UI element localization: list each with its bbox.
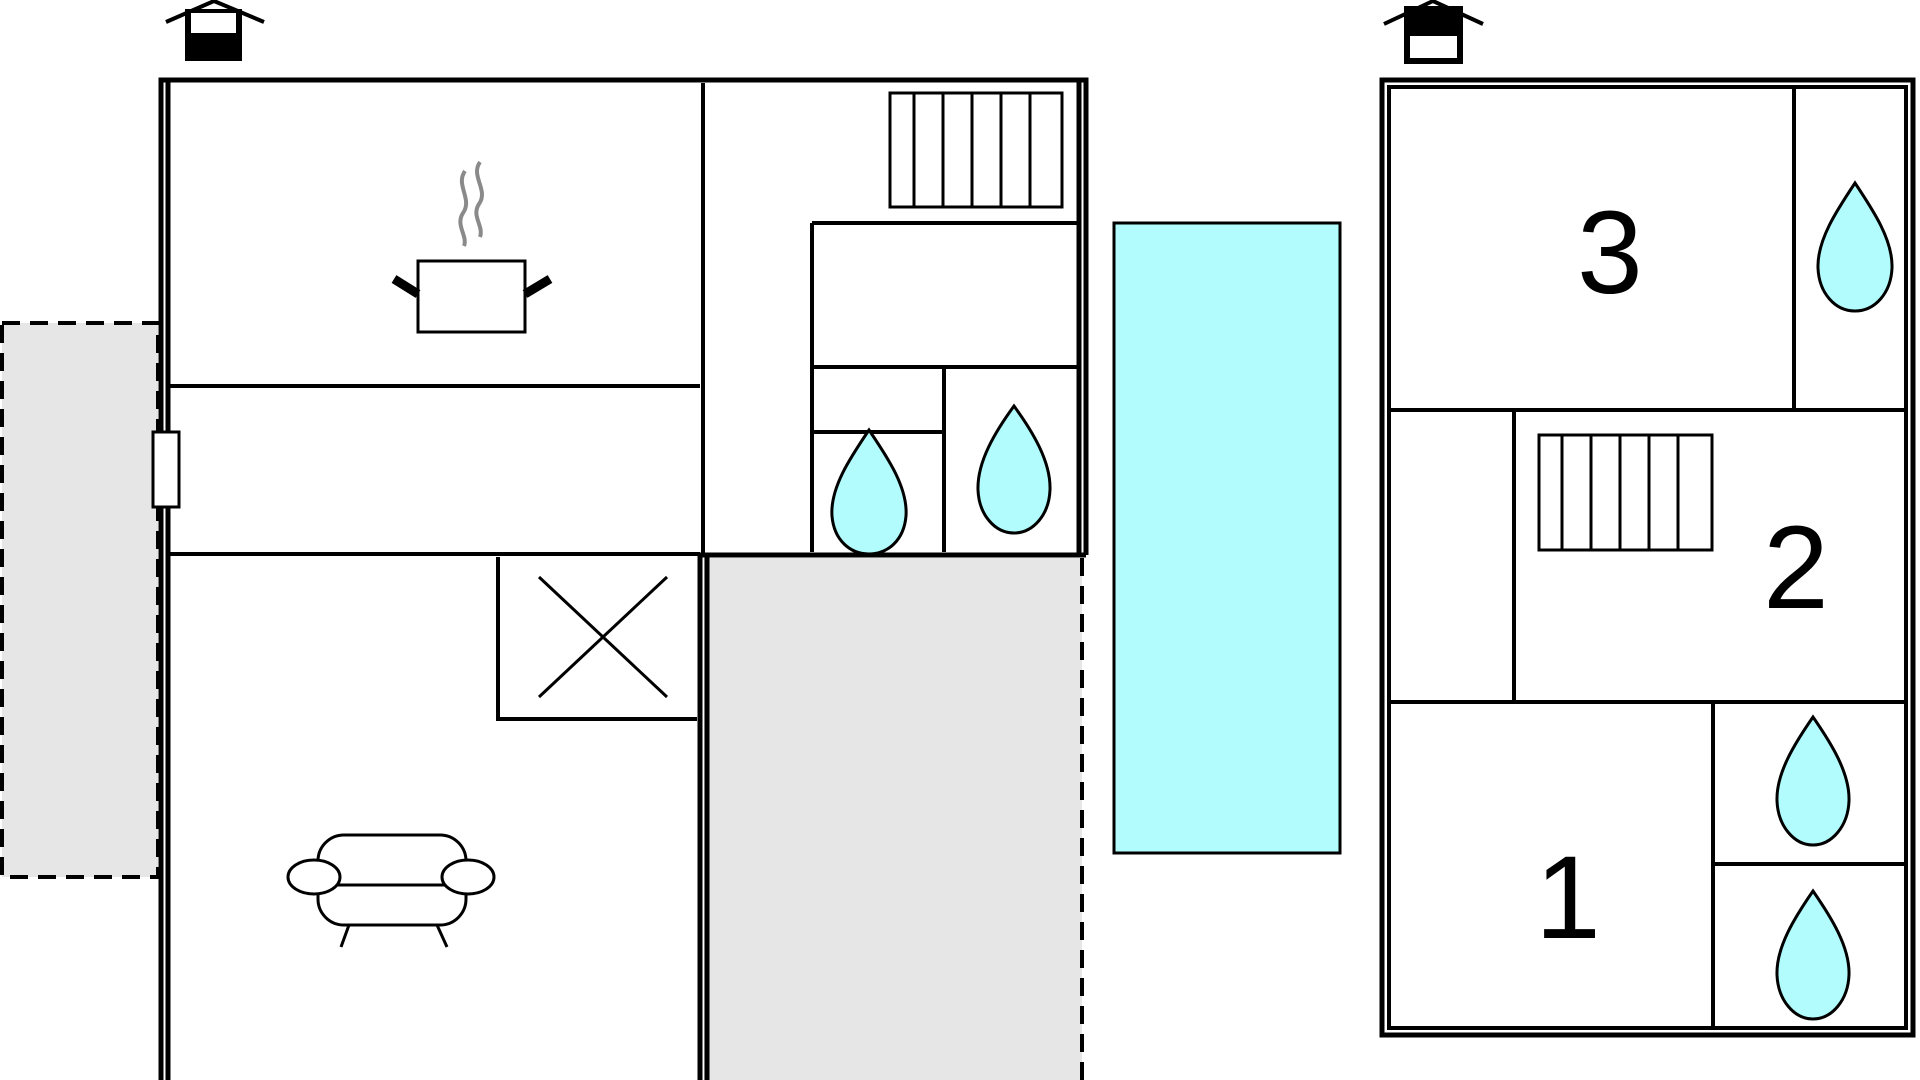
terrace-right xyxy=(704,558,1084,1080)
radiator-icon xyxy=(1537,433,1714,552)
ground-floor xyxy=(0,0,1089,1080)
floor-entrance-icon xyxy=(1383,0,1484,64)
outer-wall xyxy=(158,77,1089,1080)
water-drop-icon xyxy=(1775,888,1851,1021)
stairs-cross-icon xyxy=(496,557,697,721)
radiator-icon xyxy=(888,91,1064,209)
terrace-left xyxy=(0,321,160,879)
water-drop-icon xyxy=(1816,180,1894,313)
door-icon xyxy=(151,430,181,509)
sofa-icon xyxy=(286,833,496,948)
outer-wall-inner xyxy=(1387,85,1908,1030)
bedroom-3-number: 3 xyxy=(1577,187,1643,319)
outer-wall xyxy=(1379,77,1916,1038)
bedroom-1-number: 1 xyxy=(1535,832,1601,964)
water-drop-icon xyxy=(1775,714,1851,847)
bedroom-2-number: 2 xyxy=(1763,502,1829,634)
water-drop-icon xyxy=(830,427,908,556)
house-entrance-icon xyxy=(165,0,265,61)
swimming-pool xyxy=(1112,221,1342,855)
water-drop-icon xyxy=(976,403,1052,535)
cooking-pot-icon xyxy=(391,160,553,334)
upper-floor: 3 2 1 xyxy=(1379,0,1916,1038)
